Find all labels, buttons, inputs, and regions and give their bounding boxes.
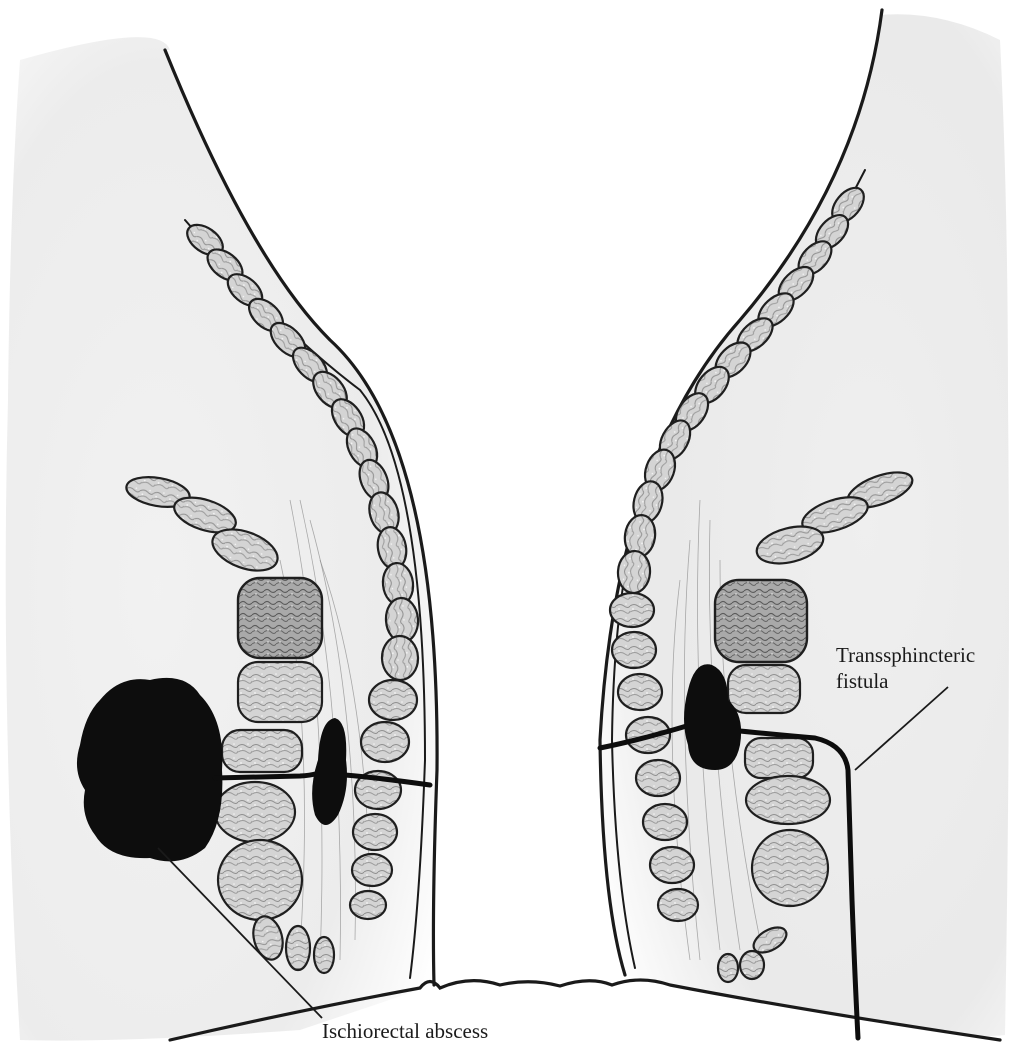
transsphincteric-fistula-label: Transsphincteric [836,643,975,667]
fistula-label-line2: fistula [836,669,889,693]
ischiorectal-abscess-label: Ischiorectal abscess [322,1019,488,1043]
